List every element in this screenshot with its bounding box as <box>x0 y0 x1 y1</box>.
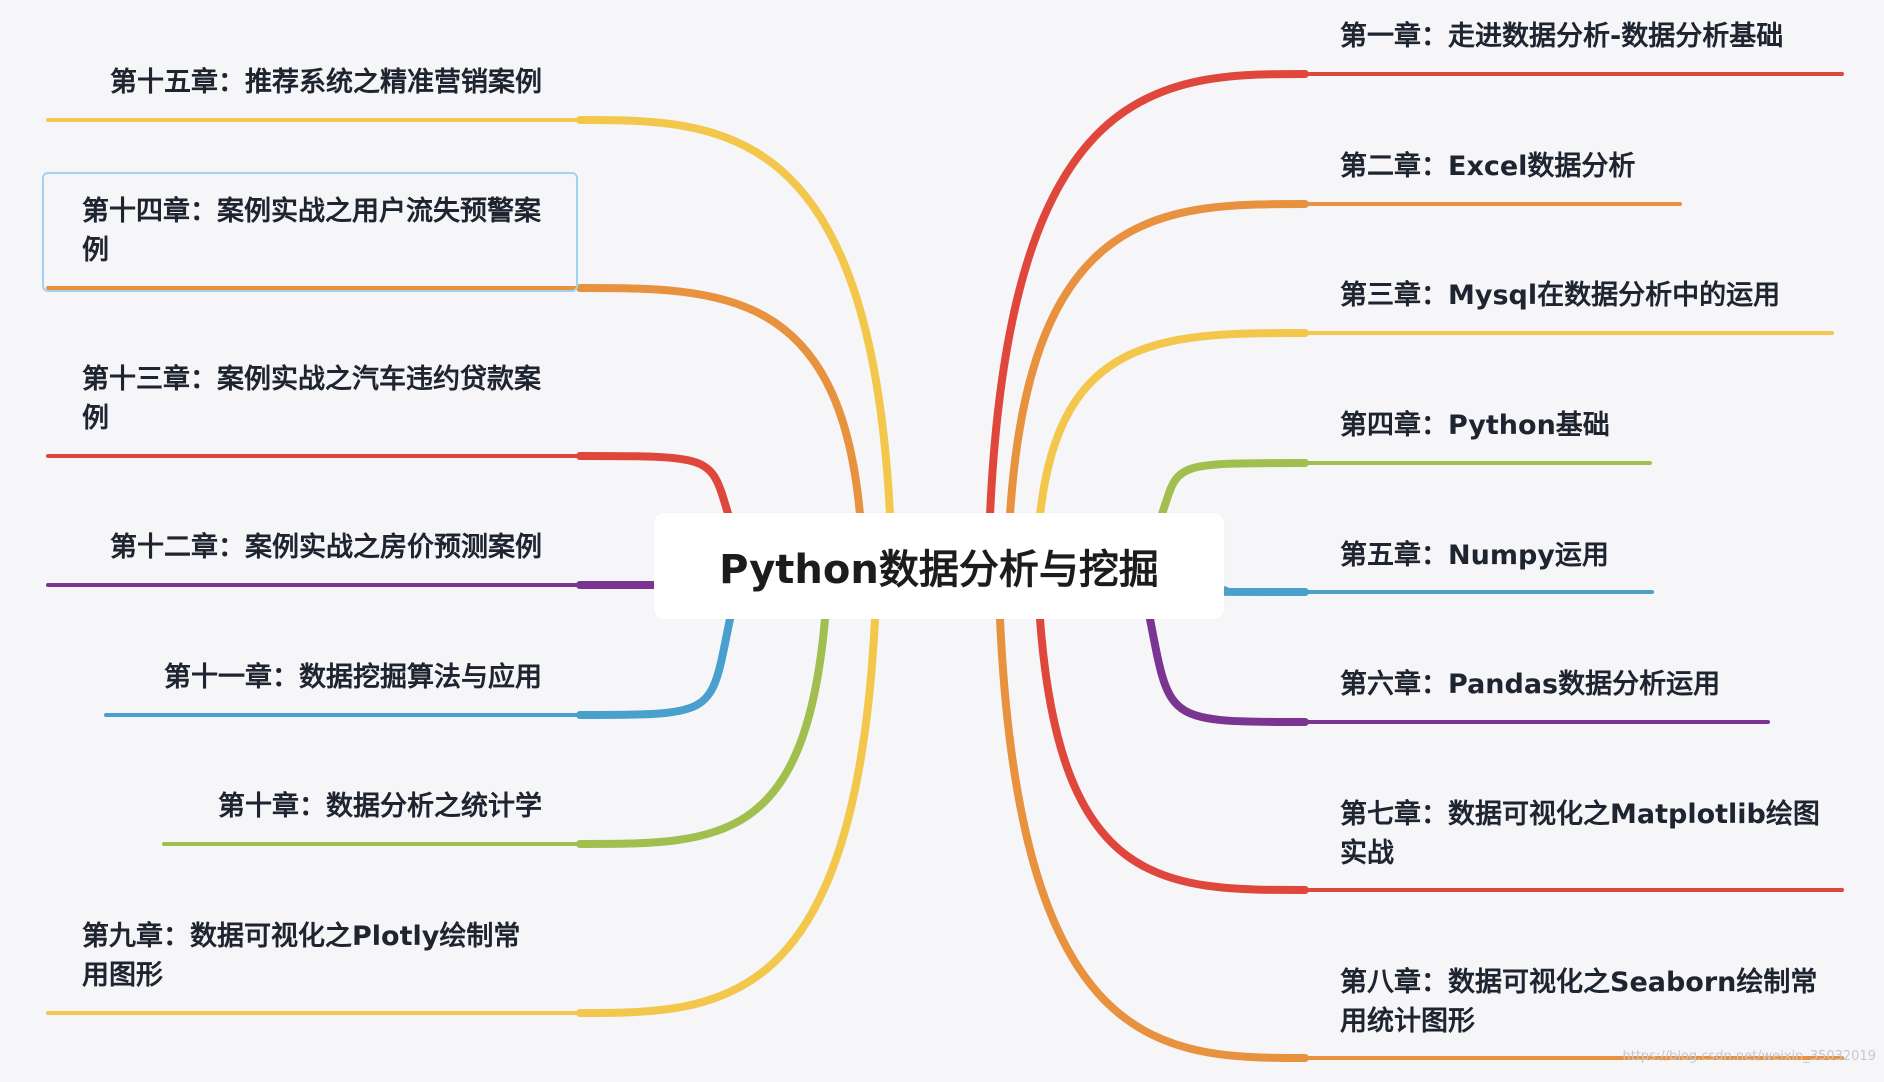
connector-chapter-7 <box>1038 617 1844 892</box>
topic-chapter-15[interactable]: 第十五章：推荐系统之精准营销案例 <box>110 67 542 98</box>
connector-chapter-9-trunk <box>576 615 879 1017</box>
connector-chapter-14 <box>46 286 862 517</box>
topic-chapter-13[interactable]: 第十三章：案例实战之汽车违约贷款案例 <box>82 364 541 434</box>
connector-chapter-11-trunk <box>576 615 734 719</box>
topic-chapter-11[interactable]: 第十一章：数据挖掘算法与应用 <box>164 662 542 693</box>
connector-chapter-1-trunk <box>986 70 1309 519</box>
topic-chapter-10[interactable]: 第十章：数据分析之统计学 <box>218 791 542 822</box>
connector-chapter-13 <box>46 454 732 522</box>
central-topic-label: Python数据分析与挖掘 <box>719 547 1159 593</box>
connector-chapter-3 <box>1038 331 1834 517</box>
topic-chapter-1[interactable]: 第一章：走进数据分析-数据分析基础 <box>1340 21 1784 52</box>
topic-chapter-8[interactable]: 第八章：数据可视化之Seaborn绘制常用统计图形 <box>1340 967 1818 1037</box>
connector-chapter-13-trunk <box>576 452 734 524</box>
connector-chapter-15 <box>46 118 892 517</box>
connector-chapter-10 <box>162 617 827 846</box>
topic-chapter-7[interactable]: 第七章：数据可视化之Matplotlib绘图实战 <box>1340 799 1820 869</box>
connector-chapter-2 <box>1008 202 1682 517</box>
connector-chapter-2-trunk <box>1006 200 1309 519</box>
connector-chapter-1 <box>988 72 1844 517</box>
connector-chapter-6-trunk <box>1146 615 1309 726</box>
central-topic[interactable]: Python数据分析与挖掘 <box>654 513 1224 619</box>
connector-chapter-6 <box>1148 617 1770 724</box>
topic-chapter-5[interactable]: 第五章：Numpy运用 <box>1340 540 1609 571</box>
topic-chapter-4[interactable]: 第四章：Python基础 <box>1340 410 1610 441</box>
connector-chapter-5 <box>1216 588 1654 594</box>
connector-chapter-9 <box>46 617 877 1015</box>
topic-chapter-14[interactable]: 第十四章：案例实战之用户流失预警案例 <box>82 196 541 266</box>
connector-chapter-11 <box>104 617 732 717</box>
connector-chapter-7-trunk <box>1036 615 1309 894</box>
topic-chapter-9[interactable]: 第九章：数据可视化之Plotly绘制常用图形 <box>82 921 521 991</box>
connector-chapter-8 <box>998 617 1844 1060</box>
topic-chapter-3[interactable]: 第三章：Mysql在数据分析中的运用 <box>1340 280 1781 311</box>
watermark: https://blog.csdn.net/weixin_35032019 <box>1622 1049 1876 1064</box>
connector-chapter-10-trunk <box>576 615 829 848</box>
topic-chapter-12[interactable]: 第十二章：案例实战之房价预测案例 <box>110 532 542 563</box>
topic-chapter-2[interactable]: 第二章：Excel数据分析 <box>1340 151 1636 182</box>
topic-chapter-6[interactable]: 第六章：Pandas数据分析运用 <box>1340 669 1721 700</box>
connector-chapter-4 <box>1158 461 1652 522</box>
selected-topic-outline <box>42 172 578 292</box>
